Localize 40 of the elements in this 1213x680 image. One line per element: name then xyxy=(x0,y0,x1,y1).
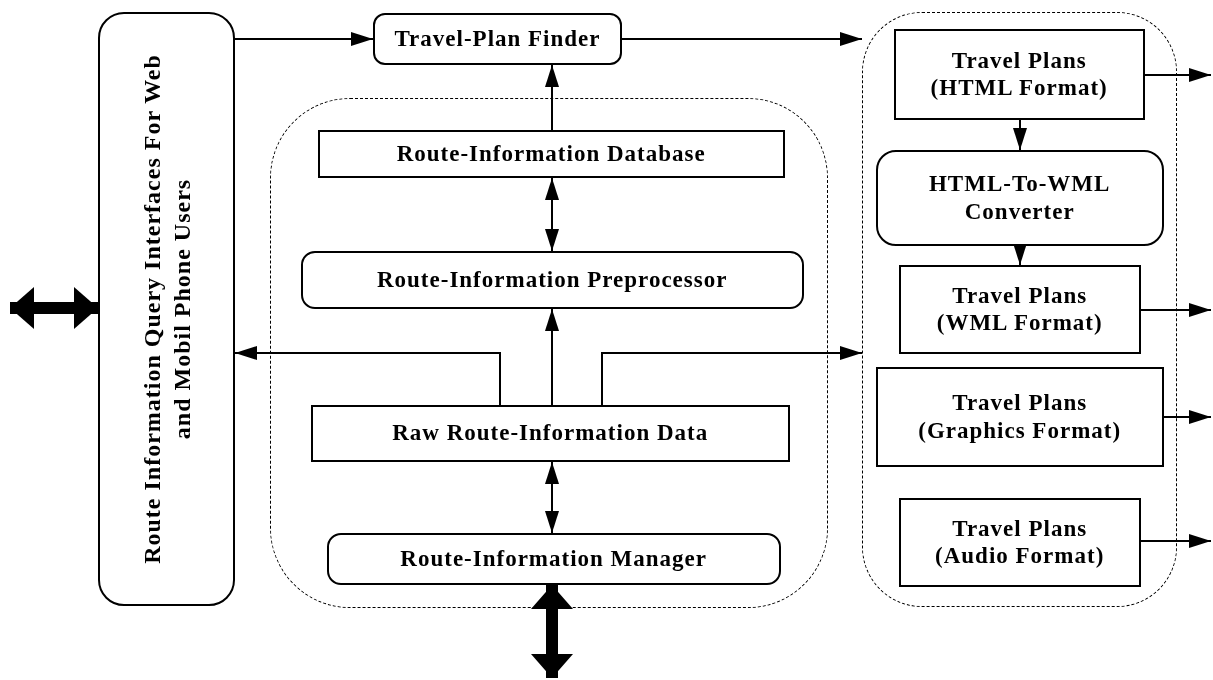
process-box xyxy=(326,532,781,585)
arrow xyxy=(545,64,559,131)
arrow xyxy=(545,177,559,252)
process-box xyxy=(898,264,1141,354)
node-label: Route Information Query Interfaces For Web and Mobil Phone Users xyxy=(137,53,196,566)
node-label: HTML-To-WML Converter xyxy=(928,170,1112,226)
process-box xyxy=(898,497,1141,587)
arrow xyxy=(1144,68,1212,82)
arrow xyxy=(1140,534,1212,548)
arrow xyxy=(601,346,863,406)
process-box xyxy=(893,28,1145,120)
arrow xyxy=(234,32,374,46)
process-box xyxy=(310,404,790,462)
arrow xyxy=(234,346,501,406)
arrow xyxy=(1013,243,1027,266)
arrow xyxy=(1013,119,1027,151)
node-label: Route-Information Database xyxy=(396,139,706,168)
node-label: Route-Information Manager xyxy=(400,544,708,573)
node-label: Travel Plans (WML Format) xyxy=(935,281,1104,337)
process-box xyxy=(875,149,1164,246)
dashed-group-box xyxy=(862,12,1177,607)
arrow xyxy=(545,461,559,534)
process-box xyxy=(317,129,785,178)
process-box xyxy=(875,366,1164,467)
node-label: Route-Information Preprocessor xyxy=(376,265,728,294)
arrow xyxy=(1163,410,1212,424)
double-arrow xyxy=(10,287,98,329)
process-box xyxy=(373,13,622,65)
node-label: Travel-Plan Finder xyxy=(393,25,602,53)
dashed-group-box xyxy=(270,98,828,608)
process-box xyxy=(98,12,235,606)
arrow xyxy=(545,308,559,406)
node-label: Raw Route-Information Data xyxy=(392,419,709,447)
double-arrow xyxy=(531,585,573,678)
arrow xyxy=(1140,303,1212,317)
node-label: Travel Plans (Audio Format) xyxy=(934,514,1106,570)
process-box xyxy=(300,250,804,309)
node-label: Travel Plans (Graphics Format) xyxy=(917,389,1123,445)
arrow xyxy=(621,32,863,46)
node-label: Travel Plans (HTML Format) xyxy=(929,46,1109,102)
